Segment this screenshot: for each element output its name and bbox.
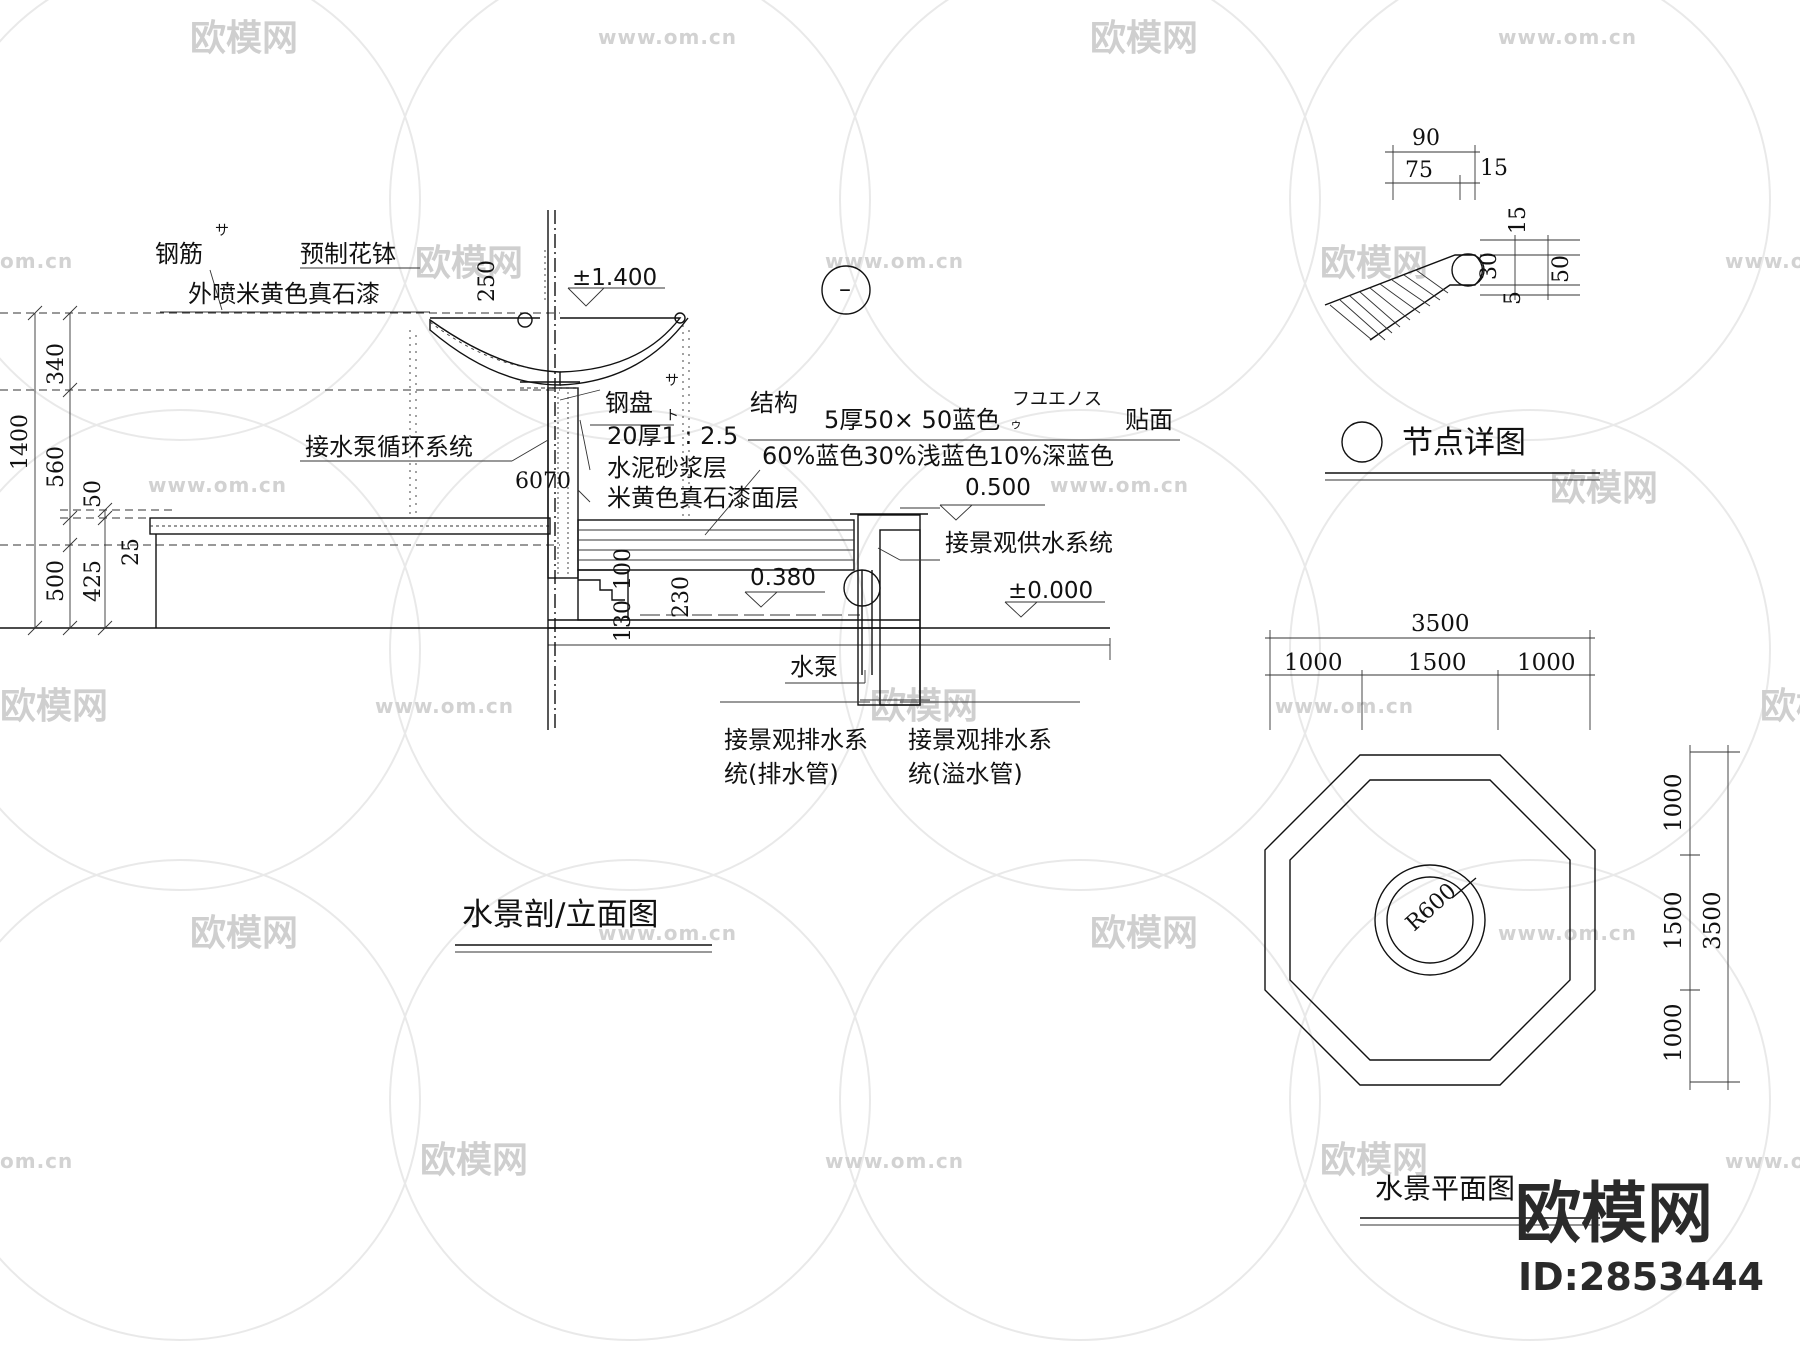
logo-brand: 欧模网 [1515, 1175, 1713, 1252]
detail-dim-50: 50 [1549, 255, 1574, 283]
label-structure: 结构 [750, 389, 798, 417]
label-stone-paint: 米黄色真石漆面层 [607, 484, 799, 512]
plan-dim-top-a: 1000 [1284, 650, 1343, 676]
watermark-url: www.om.cn [1498, 25, 1637, 49]
elevation-0500: 0.500 [965, 475, 1031, 501]
watermark-url: www.om.cn [148, 473, 287, 497]
dim-100: 100 [611, 548, 636, 590]
label-mortar-layer: 水泥砂浆层 [607, 454, 727, 482]
label-spray-paint: 外喷米黄色真石漆 [188, 280, 380, 308]
plan-drawing: 3500 1000 1500 1000 1000 1500 1000 3500 … [1264, 611, 1740, 1226]
dim-1400: 1400 [8, 414, 33, 470]
detail-dim-30: 30 [1477, 252, 1502, 280]
watermark-url: www.om.cn [1498, 921, 1637, 945]
elevation-0380: 0.380 [750, 565, 816, 591]
plan-dim-top-c: 1000 [1517, 650, 1576, 676]
label-precast-bowl: 预制花钵 [300, 240, 396, 268]
label-overflow-pipe-2: 统(溢水管) [908, 760, 1023, 788]
label-overflow-pipe-1: 接景观排水系 [908, 726, 1052, 754]
plan-dim-right-total: 3500 [1700, 891, 1726, 950]
watermark-brand: 欧模网 [1090, 913, 1198, 954]
watermark-brand: 欧模网 [190, 18, 298, 59]
elevation-0000: ±0.000 [1008, 578, 1093, 604]
detail-dim-5: 5 [1501, 291, 1526, 305]
watermark-brand: 欧模网 [1320, 1140, 1428, 1181]
watermark-url: www.om.cn [375, 694, 514, 718]
watermark-brand: 欧模网 [415, 243, 523, 284]
section-title: 水景剖/立面图 [462, 897, 658, 933]
watermark-url: www.om.cn [825, 249, 964, 273]
watermark-brand: 欧模网 [1090, 18, 1198, 59]
label-rebar-sup: サ [215, 223, 229, 239]
label-water-supply: 接景观供水系统 [945, 529, 1113, 557]
plan-dim-right-c: 1000 [1661, 1003, 1687, 1062]
dim-50: 50 [81, 480, 106, 508]
dim-425: 425 [81, 560, 106, 602]
label-rebar: 钢筋 [155, 240, 203, 268]
label-pump: 水泵 [790, 653, 838, 681]
logo-id: ID:2853444 [1518, 1255, 1764, 1299]
label-tile-face: 贴面 [1125, 406, 1173, 434]
watermark-url: www.om.cn [598, 25, 737, 49]
elevation-marks: ±1.400 0.500 0.380 ±0.000 [567, 265, 1105, 618]
label-tile-spec: 5厚50× 50蓝色 [824, 406, 1000, 434]
label-tile-u-sup: ゥ [1010, 417, 1022, 431]
dim-25: 25 [119, 538, 144, 566]
watermark-url: www.om.cn [1725, 249, 1800, 273]
section-drawing: 1400 340 560 50 500 425 25 [0, 210, 1180, 953]
dim-560: 560 [44, 446, 69, 488]
watermark-brand: 欧模网 [1320, 243, 1428, 284]
plan-radius: R600 [1401, 879, 1461, 937]
watermark-brand: 欧模网 [1760, 686, 1800, 727]
elevation-1400: ±1.400 [572, 265, 657, 291]
section-marker-label: – [839, 275, 851, 303]
dim-230: 230 [669, 576, 694, 618]
plan-title: 水景平面图 [1375, 1172, 1515, 1205]
label-steel-plate: 钢盘 [605, 389, 653, 417]
watermark-url: www.om.cn [1725, 1149, 1800, 1173]
node-detail-drawing: 90 75 15 15 30 50 5 节点详图 [1324, 126, 1600, 481]
plan-dim-right-a: 1000 [1661, 773, 1687, 832]
watermark-url: www.om.cn [598, 921, 737, 945]
watermark-url: www.om.cn [825, 1149, 964, 1173]
section-marker-circle [821, 265, 871, 315]
dim-250: 250 [475, 260, 500, 302]
watermark-brand: 欧模网 [870, 686, 978, 727]
detail-marker-circle [1341, 421, 1383, 463]
label-steel-plate-sup: サ [665, 373, 679, 389]
label-pump-circulation: 接水泵循环系统 [305, 433, 473, 461]
detail-dim-15a: 15 [1480, 156, 1508, 181]
label-mortar-ratio: 20厚1 : 2.5 [607, 422, 738, 450]
site-logo-watermark: 欧模网 ID:2853444 [1515, 1175, 1764, 1299]
plan-dim-top-total: 3500 [1411, 611, 1470, 637]
watermark-url: www.om.cn [1050, 473, 1189, 497]
dim-6070: 6070 [515, 469, 571, 494]
label-drain-pipe-1: 接景观排水系 [724, 726, 868, 754]
watermark-url-short: om.cn [0, 249, 73, 273]
detail-dim-75: 75 [1405, 158, 1433, 183]
dim-130: 130 [611, 600, 636, 642]
detail-dim-90: 90 [1412, 126, 1440, 151]
label-tile-sup: フユエノス [1012, 389, 1102, 410]
watermark-brand: 欧模网 [0, 686, 108, 727]
label-color-mix: 60%蓝色30%浅蓝色10%深蓝色 [762, 442, 1114, 470]
watermark-url: www.om.cn [1275, 694, 1414, 718]
watermark-brand: 欧模网 [190, 913, 298, 954]
detail-dim-15b: 15 [1506, 206, 1531, 234]
plan-dim-right-b: 1500 [1661, 891, 1687, 950]
label-drain-pipe-2: 统(排水管) [724, 760, 839, 788]
label-to-sup: ト [665, 408, 679, 424]
detail-title: 节点详图 [1402, 425, 1526, 461]
watermark-brand: 欧模网 [420, 1140, 528, 1181]
dim-340: 340 [44, 343, 69, 385]
dim-500: 500 [44, 560, 69, 602]
plan-dim-top-b: 1500 [1408, 650, 1467, 676]
watermark-url-short: om.cn [0, 1149, 73, 1173]
watermark-brand: 欧模网 [1550, 468, 1658, 509]
